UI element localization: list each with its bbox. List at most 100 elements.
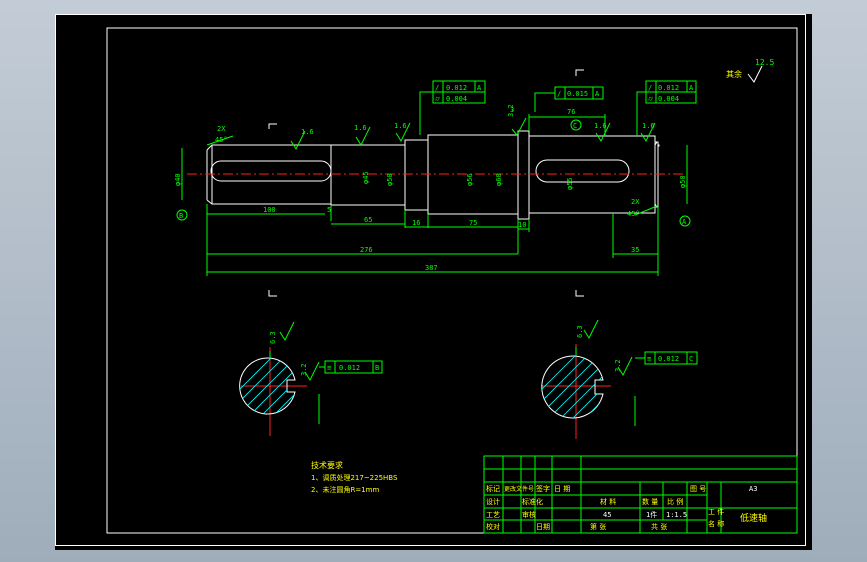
- svg-text:2、未注圆角R=1mm: 2、未注圆角R=1mm: [311, 485, 379, 494]
- roughness-symbols: 1.6 1.6 1.6 3.2 1.6 1.6: [290, 104, 656, 151]
- svg-text:其余: 其余: [726, 69, 742, 79]
- svg-text:0.015: 0.015: [567, 90, 588, 98]
- svg-text:6.3: 6.3: [269, 331, 277, 344]
- svg-text:C: C: [689, 355, 693, 363]
- technical-notes: 技术要求 1、调质处理217~225HBS 2、未注圆角R=1mm: [311, 460, 398, 494]
- svg-text:数 量: 数 量: [642, 497, 658, 506]
- svg-text:日 期: 日 期: [554, 485, 570, 493]
- svg-text:更改文件号: 更改文件号: [504, 485, 534, 493]
- svg-text:校对: 校对: [486, 522, 500, 531]
- svg-text:3: 3: [510, 106, 514, 114]
- svg-text:φ56: φ56: [466, 173, 474, 186]
- svg-text:名 称: 名 称: [708, 519, 724, 528]
- svg-text:/: /: [435, 84, 439, 92]
- svg-text:35: 35: [631, 246, 639, 254]
- dimension-lines: 100 5 65 16 75 10 3 76 276: [206, 106, 659, 276]
- svg-text:第 张: 第 张: [590, 522, 606, 531]
- datum-c-marker: C: [570, 119, 582, 131]
- svg-text:1:1.5: 1:1.5: [666, 511, 687, 519]
- general-finish-symbol: 12.5 其余: [726, 58, 774, 83]
- svg-text:6.3: 6.3: [576, 325, 584, 338]
- svg-text:工艺: 工艺: [486, 511, 500, 519]
- chamfer-right: 2X 45°: [627, 198, 658, 218]
- svg-text:标记: 标记: [486, 484, 500, 493]
- svg-text:A3: A3: [749, 485, 757, 493]
- section-cut-marks: [268, 69, 584, 297]
- svg-text:A: A: [689, 84, 694, 92]
- svg-text:76: 76: [567, 108, 575, 116]
- svg-text:2X: 2X: [217, 125, 226, 133]
- diameter-labels: φ40 φ45 φ50 φ56 φ60 φ55 φ50: [174, 145, 688, 204]
- svg-text:75: 75: [469, 219, 477, 227]
- svg-text:日期: 日期: [536, 523, 550, 531]
- svg-text:审核: 审核: [522, 510, 536, 519]
- svg-text:共 张: 共 张: [651, 522, 667, 531]
- svg-text:φ45: φ45: [362, 171, 370, 184]
- svg-text:φ50: φ50: [679, 175, 687, 188]
- svg-text:1、调质处理217~225HBS: 1、调质处理217~225HBS: [311, 473, 398, 482]
- keyway-left: [210, 160, 332, 182]
- svg-text:B: B: [179, 212, 183, 220]
- shaft-drawing: 12.5 其余: [55, 14, 806, 546]
- svg-text:签字: 签字: [536, 484, 550, 493]
- svg-text:标准化: 标准化: [522, 497, 543, 506]
- svg-text:100: 100: [263, 206, 276, 214]
- drawing-canvas[interactable]: 12.5 其余: [55, 14, 812, 550]
- svg-text:低速轴: 低速轴: [740, 512, 767, 524]
- svg-text:设计: 设计: [486, 497, 500, 506]
- svg-text:65: 65: [364, 216, 372, 224]
- svg-text:3.2: 3.2: [614, 359, 622, 372]
- svg-text:≡: ≡: [327, 364, 331, 372]
- svg-text:B: B: [375, 364, 379, 372]
- tolerance-frame-mid: / 0.015 A: [534, 86, 604, 112]
- svg-text:3.2: 3.2: [507, 104, 515, 117]
- svg-text:⌭: ⌭: [435, 95, 440, 103]
- svg-text:φ60: φ60: [495, 173, 503, 186]
- svg-text:≡: ≡: [647, 355, 651, 363]
- svg-text:45°: 45°: [627, 210, 640, 218]
- chamfer-left: 2X 45°: [206, 125, 234, 146]
- svg-text:φ40: φ40: [174, 173, 182, 186]
- svg-text:图 号: 图 号: [690, 485, 706, 493]
- svg-text:387: 387: [425, 264, 438, 272]
- svg-text:1.6: 1.6: [301, 128, 314, 136]
- svg-text:φ50: φ50: [386, 173, 394, 186]
- svg-text:C: C: [573, 122, 577, 130]
- datum-a-marker: A: [679, 215, 691, 227]
- svg-text:1.6: 1.6: [354, 124, 367, 132]
- svg-text:1.6: 1.6: [642, 122, 655, 130]
- svg-text:技术要求: 技术要求: [311, 460, 343, 470]
- svg-text:0.004: 0.004: [658, 95, 679, 103]
- svg-text:0.012: 0.012: [339, 364, 360, 372]
- datum-b-marker: B: [176, 209, 188, 221]
- svg-text:1.6: 1.6: [394, 122, 407, 130]
- svg-text:2X: 2X: [631, 198, 640, 206]
- svg-text:A: A: [477, 84, 482, 92]
- svg-text:A: A: [595, 90, 600, 98]
- sheet-border-outer: [55, 14, 806, 546]
- svg-text:/: /: [648, 84, 652, 92]
- section-view-b: 6.3 3.2 ≡ 0.012 B: [239, 321, 383, 436]
- svg-text:10: 10: [518, 221, 526, 229]
- svg-text:0.004: 0.004: [446, 95, 467, 103]
- section-view-c: 6.3 3.2 ≡ 0.012 C: [541, 319, 698, 439]
- svg-text:0.012: 0.012: [658, 84, 679, 92]
- svg-text:1件: 1件: [646, 510, 657, 519]
- svg-text:/: /: [557, 90, 561, 98]
- svg-text:材 料: 材 料: [600, 497, 616, 506]
- title-block: 标记 设计 工艺 校对 更改文件号 签字 日 期 标准化 审核 日期 材 料 4…: [483, 455, 798, 534]
- svg-text:工 件: 工 件: [708, 507, 724, 516]
- svg-text:5: 5: [327, 206, 331, 214]
- svg-text:φ55: φ55: [566, 177, 574, 190]
- svg-text:12.5: 12.5: [755, 58, 774, 67]
- svg-text:3.2: 3.2: [300, 363, 308, 376]
- svg-text:A: A: [682, 218, 687, 226]
- tolerance-frame-right: / 0.012 A ⌭ 0.004: [636, 80, 697, 136]
- svg-text:0.012: 0.012: [446, 84, 467, 92]
- svg-text:0.012: 0.012: [658, 355, 679, 363]
- svg-text:1.6: 1.6: [594, 122, 607, 130]
- svg-text:16: 16: [412, 219, 420, 227]
- svg-text:⌭: ⌭: [648, 95, 653, 103]
- svg-text:45: 45: [603, 511, 611, 519]
